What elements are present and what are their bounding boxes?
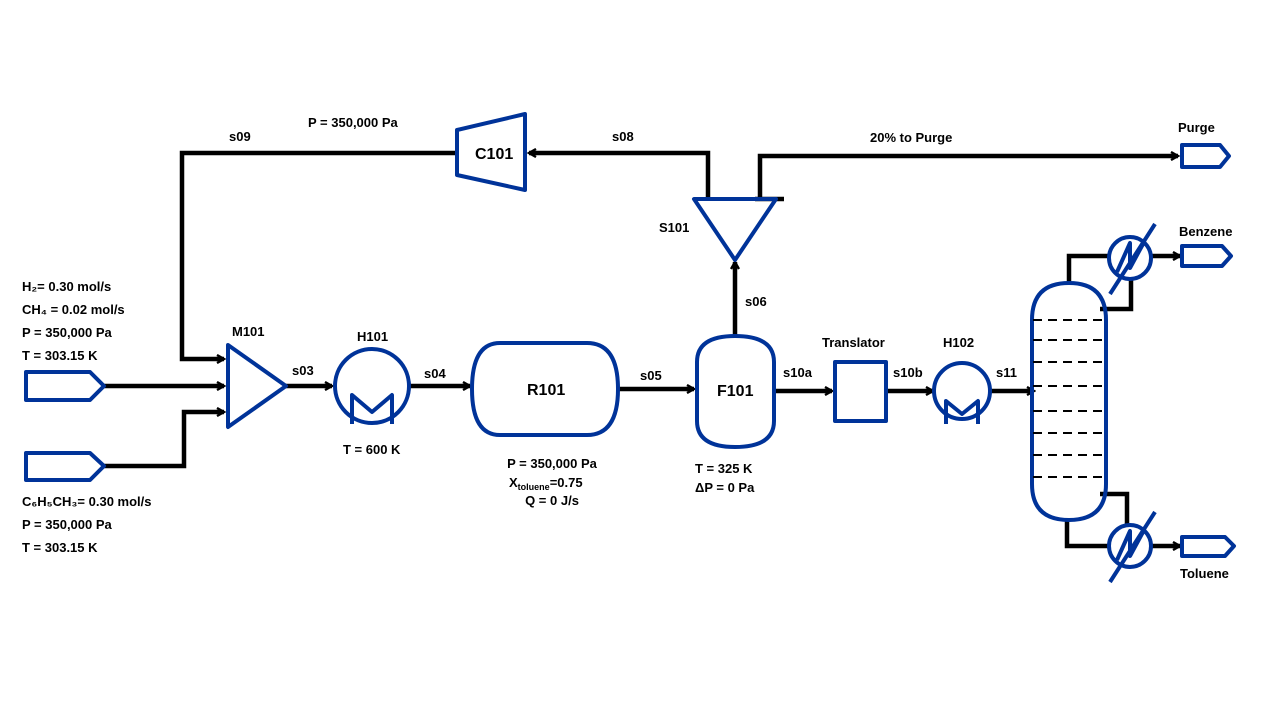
stream-label-s09: s09 bbox=[229, 129, 251, 144]
heater-h101[interactable] bbox=[333, 347, 411, 425]
heater-h102[interactable] bbox=[932, 361, 992, 424]
flash-pressure-drop: ΔP = 0 Pa bbox=[695, 480, 755, 495]
splitter-s101[interactable] bbox=[692, 197, 778, 262]
flash-label: F101 bbox=[717, 383, 754, 400]
purge-split-label: 20% to Purge bbox=[870, 130, 952, 145]
toluene-feed-flow: C₆H₅CH₃= 0.30 mol/s bbox=[22, 494, 152, 509]
stream-label-s08: s08 bbox=[612, 129, 634, 144]
purge-product[interactable] bbox=[1180, 143, 1231, 169]
stream-label-s05: s05 bbox=[640, 368, 662, 383]
stream-label-s10b: s10b bbox=[893, 365, 923, 380]
reactor-duty: Q = 0 J/s bbox=[525, 493, 579, 508]
stream-s08[interactable] bbox=[529, 153, 711, 199]
gas-feed-h2: H₂= 0.30 mol/s bbox=[22, 279, 111, 294]
stream-label-s11: s11 bbox=[996, 365, 1017, 380]
stream-overhead-vapor[interactable] bbox=[1066, 253, 1108, 283]
heater1-label: H101 bbox=[357, 329, 388, 344]
mixer-label: M101 bbox=[232, 324, 265, 339]
stream-s09[interactable] bbox=[179, 150, 456, 359]
toluene-label: Toluene bbox=[1180, 566, 1229, 581]
reboiler[interactable] bbox=[1107, 510, 1157, 584]
benzene-product[interactable] bbox=[1180, 244, 1233, 268]
reactor-r101[interactable] bbox=[470, 341, 620, 437]
reactor-pressure: P = 350,000 Pa bbox=[507, 456, 598, 471]
gas-feed-temperature: T = 303.15 K bbox=[22, 348, 98, 363]
reactor-label: R101 bbox=[527, 382, 565, 399]
benzene-label: Benzene bbox=[1179, 224, 1232, 239]
reactor-conversion: Xtoluene=0.75 bbox=[509, 475, 583, 492]
gas-feed-pressure: P = 350,000 Pa bbox=[22, 325, 113, 340]
compressor-label: C101 bbox=[475, 146, 513, 163]
stream-reflux[interactable] bbox=[1100, 278, 1134, 312]
stream-purge[interactable] bbox=[757, 156, 1178, 199]
condenser[interactable] bbox=[1107, 222, 1157, 296]
flash-f101[interactable] bbox=[695, 334, 776, 449]
flash-temperature: T = 325 K bbox=[695, 461, 753, 476]
stream-label-s10a: s10a bbox=[783, 365, 813, 380]
stream-label-s06: s06 bbox=[745, 294, 767, 309]
gas-feed-source[interactable] bbox=[24, 370, 106, 402]
stream-label-s03: s03 bbox=[292, 363, 314, 378]
heater2-label: H102 bbox=[943, 335, 974, 350]
stream-label-s04: s04 bbox=[424, 366, 446, 381]
purge-label: Purge bbox=[1178, 120, 1215, 135]
stream-toluene-feed[interactable] bbox=[104, 412, 224, 469]
gas-feed-ch4: CH₄ = 0.02 mol/s bbox=[22, 302, 125, 317]
compressor-spec: P = 350,000 Pa bbox=[308, 115, 399, 130]
toluene-feed-pressure: P = 350,000 Pa bbox=[22, 517, 113, 532]
distillation-column[interactable] bbox=[1030, 281, 1108, 522]
toluene-product[interactable] bbox=[1180, 535, 1236, 558]
mixer-m101[interactable] bbox=[226, 343, 288, 429]
splitter-label: S101 bbox=[659, 220, 689, 235]
compressor-c101[interactable] bbox=[455, 112, 527, 192]
conversion-subscript: toluene bbox=[518, 482, 550, 492]
heater1-spec: T = 600 K bbox=[343, 442, 401, 457]
stream-boilup[interactable] bbox=[1100, 491, 1130, 524]
stream-bottoms[interactable] bbox=[1064, 519, 1108, 549]
conversion-symbol: X bbox=[509, 475, 518, 490]
translator-block[interactable] bbox=[833, 360, 888, 423]
conversion-value: =0.75 bbox=[550, 475, 583, 490]
translator-label: Translator bbox=[822, 335, 885, 350]
toluene-feed-temperature: T = 303.15 K bbox=[22, 540, 98, 555]
toluene-feed-source[interactable] bbox=[24, 451, 106, 482]
